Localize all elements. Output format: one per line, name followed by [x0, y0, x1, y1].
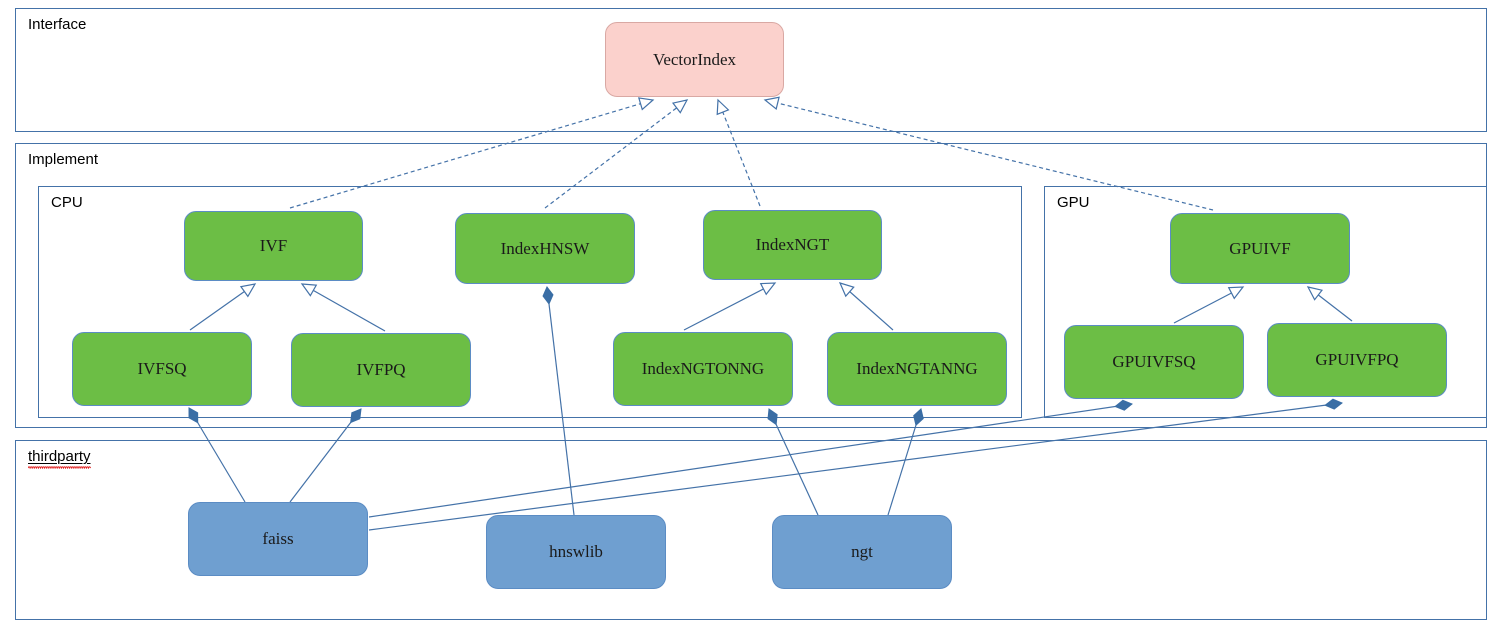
node-ngt[interactable]: ngt: [772, 515, 952, 589]
node-label-indexngtonng: IndexNGTONNG: [641, 359, 765, 378]
node-label-ngt: ngt: [851, 542, 873, 561]
node-ivfpq[interactable]: IVFPQ: [291, 333, 471, 407]
group-label-interface: Interface: [28, 16, 87, 33]
node-label-gpuivfsq: GPUIVFSQ: [1112, 352, 1196, 371]
node-indexngtanng[interactable]: IndexNGTANNG: [827, 332, 1007, 406]
node-label-indexhnsw: IndexHNSW: [500, 238, 590, 258]
node-gpuivf[interactable]: GPUIVF: [1170, 213, 1350, 284]
node-label-indexngtanng: IndexNGTANNG: [856, 359, 978, 378]
node-gpuivfpq[interactable]: GPUIVFPQ: [1267, 323, 1447, 397]
group-label-implement: Implement: [28, 151, 99, 168]
node-vectorindex[interactable]: VectorIndex: [605, 22, 784, 97]
node-ivfsq[interactable]: IVFSQ: [72, 332, 252, 406]
node-label-gpuivf: GPUIVF: [1229, 238, 1291, 258]
node-indexhnsw[interactable]: IndexHNSW: [455, 213, 635, 284]
node-label-hnswlib: hnswlib: [549, 542, 603, 561]
spellcheck-squiggle-icon: [28, 466, 91, 469]
node-label-gpuivfpq: GPUIVFPQ: [1315, 350, 1399, 369]
node-label-ivfsq: IVFSQ: [137, 359, 187, 378]
node-label-vectorindex: VectorIndex: [652, 49, 737, 69]
node-label-indexngt: IndexNGT: [755, 235, 830, 254]
group-label-thirdparty: thirdparty: [28, 449, 91, 469]
node-label-ivfpq: IVFPQ: [356, 360, 406, 379]
node-indexngt[interactable]: IndexNGT: [703, 210, 882, 280]
node-ivf[interactable]: IVF: [184, 211, 363, 281]
node-indexngtonng[interactable]: IndexNGTONNG: [613, 332, 793, 406]
node-hnswlib[interactable]: hnswlib: [486, 515, 666, 589]
group-label-cpu: CPU: [51, 194, 83, 211]
node-label-faiss: faiss: [262, 529, 294, 548]
node-gpuivfsq[interactable]: GPUIVFSQ: [1064, 325, 1244, 399]
node-faiss[interactable]: faiss: [188, 502, 368, 576]
node-label-ivf: IVF: [259, 236, 288, 255]
group-label-gpu: GPU: [1057, 194, 1090, 211]
